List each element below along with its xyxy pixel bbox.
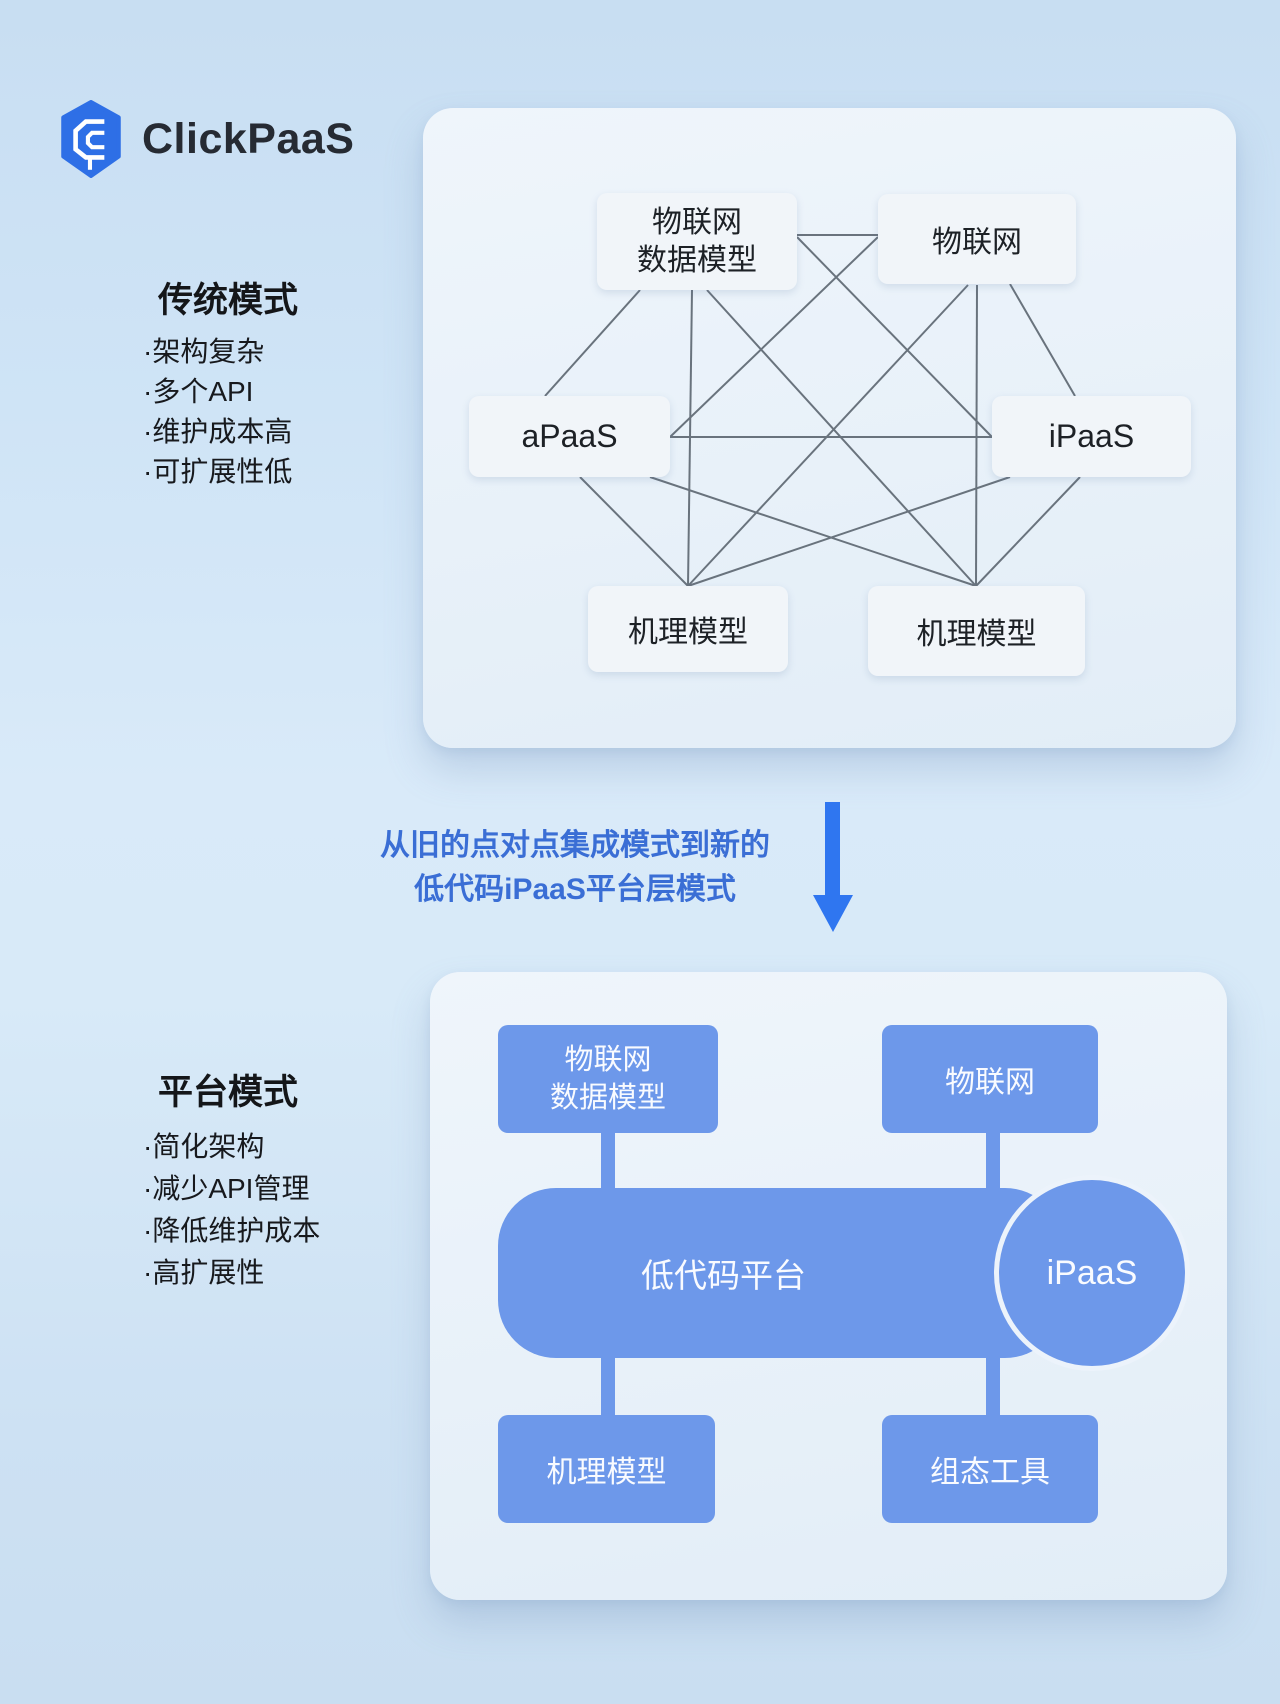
connection-line — [1009, 283, 1076, 397]
connection-line — [687, 284, 969, 587]
connector-line — [986, 1353, 1000, 1419]
node-ipaas: iPaaS — [992, 396, 1191, 477]
arrow-down-icon — [825, 802, 840, 897]
transition-caption-line1: 从旧的点对点集成模式到新的 — [380, 829, 770, 862]
connection-line — [544, 289, 641, 397]
connector-line — [986, 1127, 1000, 1193]
connector-line — [601, 1127, 615, 1193]
bullet-item: ·高扩展性 — [143, 1257, 265, 1288]
connection-line — [669, 236, 879, 438]
node-label: 数据模型 — [637, 243, 757, 277]
transition-caption-line2: 低代码iPaaS平台层模式 — [414, 873, 736, 906]
traditional-mode-title: 传统模式 — [158, 281, 299, 320]
node-mechanism-model-right: 机理模型 — [868, 586, 1085, 676]
node-label: 物联网 — [564, 1044, 652, 1076]
node-label: aPaaS — [521, 418, 618, 454]
platform-mode-title: 平台模式 — [158, 1073, 299, 1112]
brand-logo: ClickPaaS — [60, 100, 354, 178]
node-iot: 物联网 — [878, 194, 1076, 284]
brand-name: ClickPaaS — [142, 115, 355, 163]
node-lowcode-platform: 低代码平台 — [498, 1188, 1063, 1358]
bullet-item: ·简化架构 — [143, 1131, 265, 1162]
connection-line — [579, 476, 689, 587]
traditional-mode-bullets: ·架构复杂 ·多个API ·维护成本高 ·可扩展性低 — [143, 332, 292, 492]
node-iot: 物联网 — [882, 1025, 1098, 1133]
node-config-tool: 组态工具 — [882, 1415, 1098, 1523]
node-mechanism-model: 机理模型 — [498, 1415, 715, 1523]
connector-line — [601, 1353, 615, 1419]
node-iot-data-model: 物联网 数据模型 — [597, 193, 797, 290]
connection-line — [975, 284, 978, 587]
node-label: iPaaS — [1048, 418, 1135, 454]
node-label: 物联网 — [652, 205, 742, 239]
platform-architecture-panel: 物联网 数据模型 物联网 低代码平台 iPaaS 机理模型 组态工具 — [430, 972, 1227, 1600]
transition-caption: 从旧的点对点集成模式到新的 低代码iPaaS平台层模式 — [330, 824, 820, 912]
arrow-down-icon — [813, 895, 853, 932]
bullet-item: ·可扩展性低 — [143, 456, 293, 487]
connection-line — [796, 236, 993, 438]
node-apaas: aPaaS — [469, 396, 670, 477]
node-label: 物联网 — [945, 1066, 1035, 1099]
node-label: 数据模型 — [549, 1082, 666, 1114]
connection-line — [649, 476, 977, 587]
node-label: 机理模型 — [916, 618, 1037, 651]
connection-line — [975, 476, 1081, 587]
node-label: 物联网 — [932, 226, 1022, 259]
hexagon-cube-icon — [61, 100, 121, 178]
node-ipaas-circle: iPaaS — [994, 1175, 1190, 1371]
bullet-item: ·多个API — [143, 376, 254, 407]
bullet-item: ·架构复杂 — [143, 336, 265, 367]
node-label: 低代码平台 — [641, 1257, 806, 1294]
bullet-item: ·降低维护成本 — [143, 1215, 321, 1246]
traditional-architecture-panel: 物联网 数据模型 物联网 aPaaS iPaaS 机理模型 机理模型 — [423, 108, 1236, 748]
node-label: 组态工具 — [930, 1456, 1050, 1489]
connection-line — [687, 476, 1011, 587]
platform-mode-bullets: ·简化架构 ·减少API管理 ·降低维护成本 ·高扩展性 — [143, 1126, 320, 1294]
node-mechanism-model-left: 机理模型 — [588, 586, 788, 672]
node-iot-data-model: 物联网 数据模型 — [498, 1025, 718, 1133]
bullet-item: ·减少API管理 — [143, 1173, 310, 1204]
node-label: iPaaS — [1046, 1253, 1138, 1292]
node-label: 机理模型 — [546, 1456, 667, 1489]
bullet-item: ·维护成本高 — [143, 416, 293, 447]
node-label: 机理模型 — [628, 616, 748, 649]
mesh-connection-lines — [544, 234, 1081, 587]
